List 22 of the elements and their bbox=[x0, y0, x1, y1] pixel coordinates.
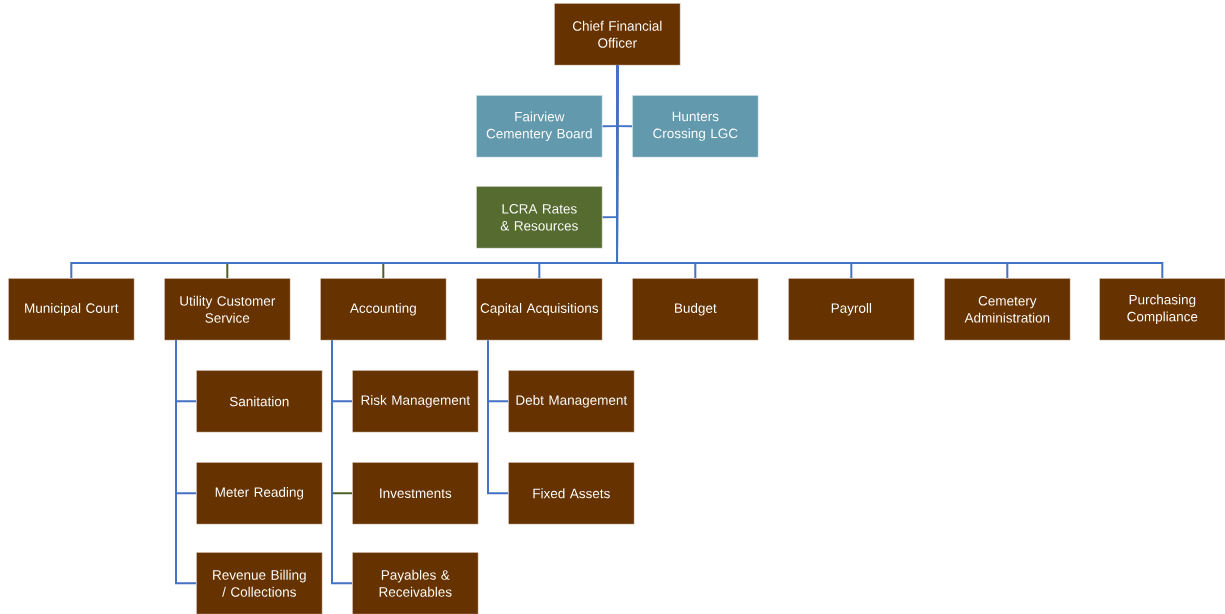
org-box: Budget bbox=[632, 278, 759, 341]
org-box: Revenue Billing / Collections bbox=[196, 552, 323, 614]
org-box: Sanitation bbox=[196, 370, 323, 433]
org-box: Payroll bbox=[788, 278, 915, 341]
connector-line bbox=[616, 64, 1164, 279]
org-box: Meter Reading bbox=[196, 462, 323, 525]
org-box: Fixed Assets bbox=[508, 462, 635, 525]
org-box: Municipal Court bbox=[8, 278, 135, 341]
org-box: Chief Financial Officer bbox=[554, 3, 681, 66]
org-box: Payables & Receivables bbox=[352, 552, 479, 614]
org-box: Hunters Crossing LGC bbox=[632, 95, 759, 158]
connector-line bbox=[331, 339, 353, 585]
org-box: Capital Acquisitions bbox=[476, 278, 603, 341]
org-box: Purchasing Compliance bbox=[1099, 278, 1225, 341]
org-box: Risk Management bbox=[352, 370, 479, 433]
org-box: Investments bbox=[352, 462, 479, 525]
connector-line bbox=[175, 339, 197, 585]
org-box: Accounting bbox=[320, 278, 447, 341]
connector-line bbox=[487, 339, 509, 495]
org-box: Cemetery Administration bbox=[944, 278, 1071, 341]
org-box: Debt Management bbox=[508, 370, 635, 433]
org-box: Utility Customer Service bbox=[164, 278, 291, 341]
